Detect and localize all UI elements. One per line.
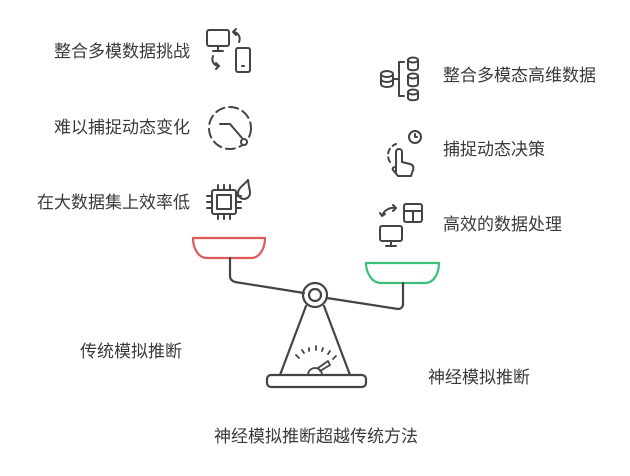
left-item-2-label: 难以捕捉动态变化 [54, 118, 190, 138]
hand-clock-icon [387, 130, 422, 177]
traditional-label: 传统模拟推断 [80, 342, 182, 362]
cpu-fire-icon [206, 179, 251, 220]
right-item-1-label: 整合多模态高维数据 [443, 66, 596, 86]
dashed-cycle-icon [208, 106, 252, 150]
pivot [301, 281, 329, 309]
table-monitor-icon [379, 203, 423, 247]
left-item-3-label: 在大数据集上效率低 [37, 193, 190, 213]
right-item-3-label: 高效的数据处理 [443, 215, 562, 235]
neural-label: 神经模拟推断 [428, 368, 530, 388]
database-tree-icon [380, 56, 419, 102]
right-item-2-label: 捕捉动态决策 [443, 140, 545, 160]
right-pan [364, 261, 441, 285]
left-item-1-label: 整合多模数据挑战 [54, 42, 190, 62]
devices-sync-icon [206, 28, 251, 73]
gauge-icon [295, 345, 337, 376]
base [265, 373, 368, 389]
caption: 神经模拟推断超越传统方法 [214, 427, 418, 447]
stand [278, 304, 352, 377]
beam [228, 256, 405, 311]
left-pan [191, 236, 267, 260]
